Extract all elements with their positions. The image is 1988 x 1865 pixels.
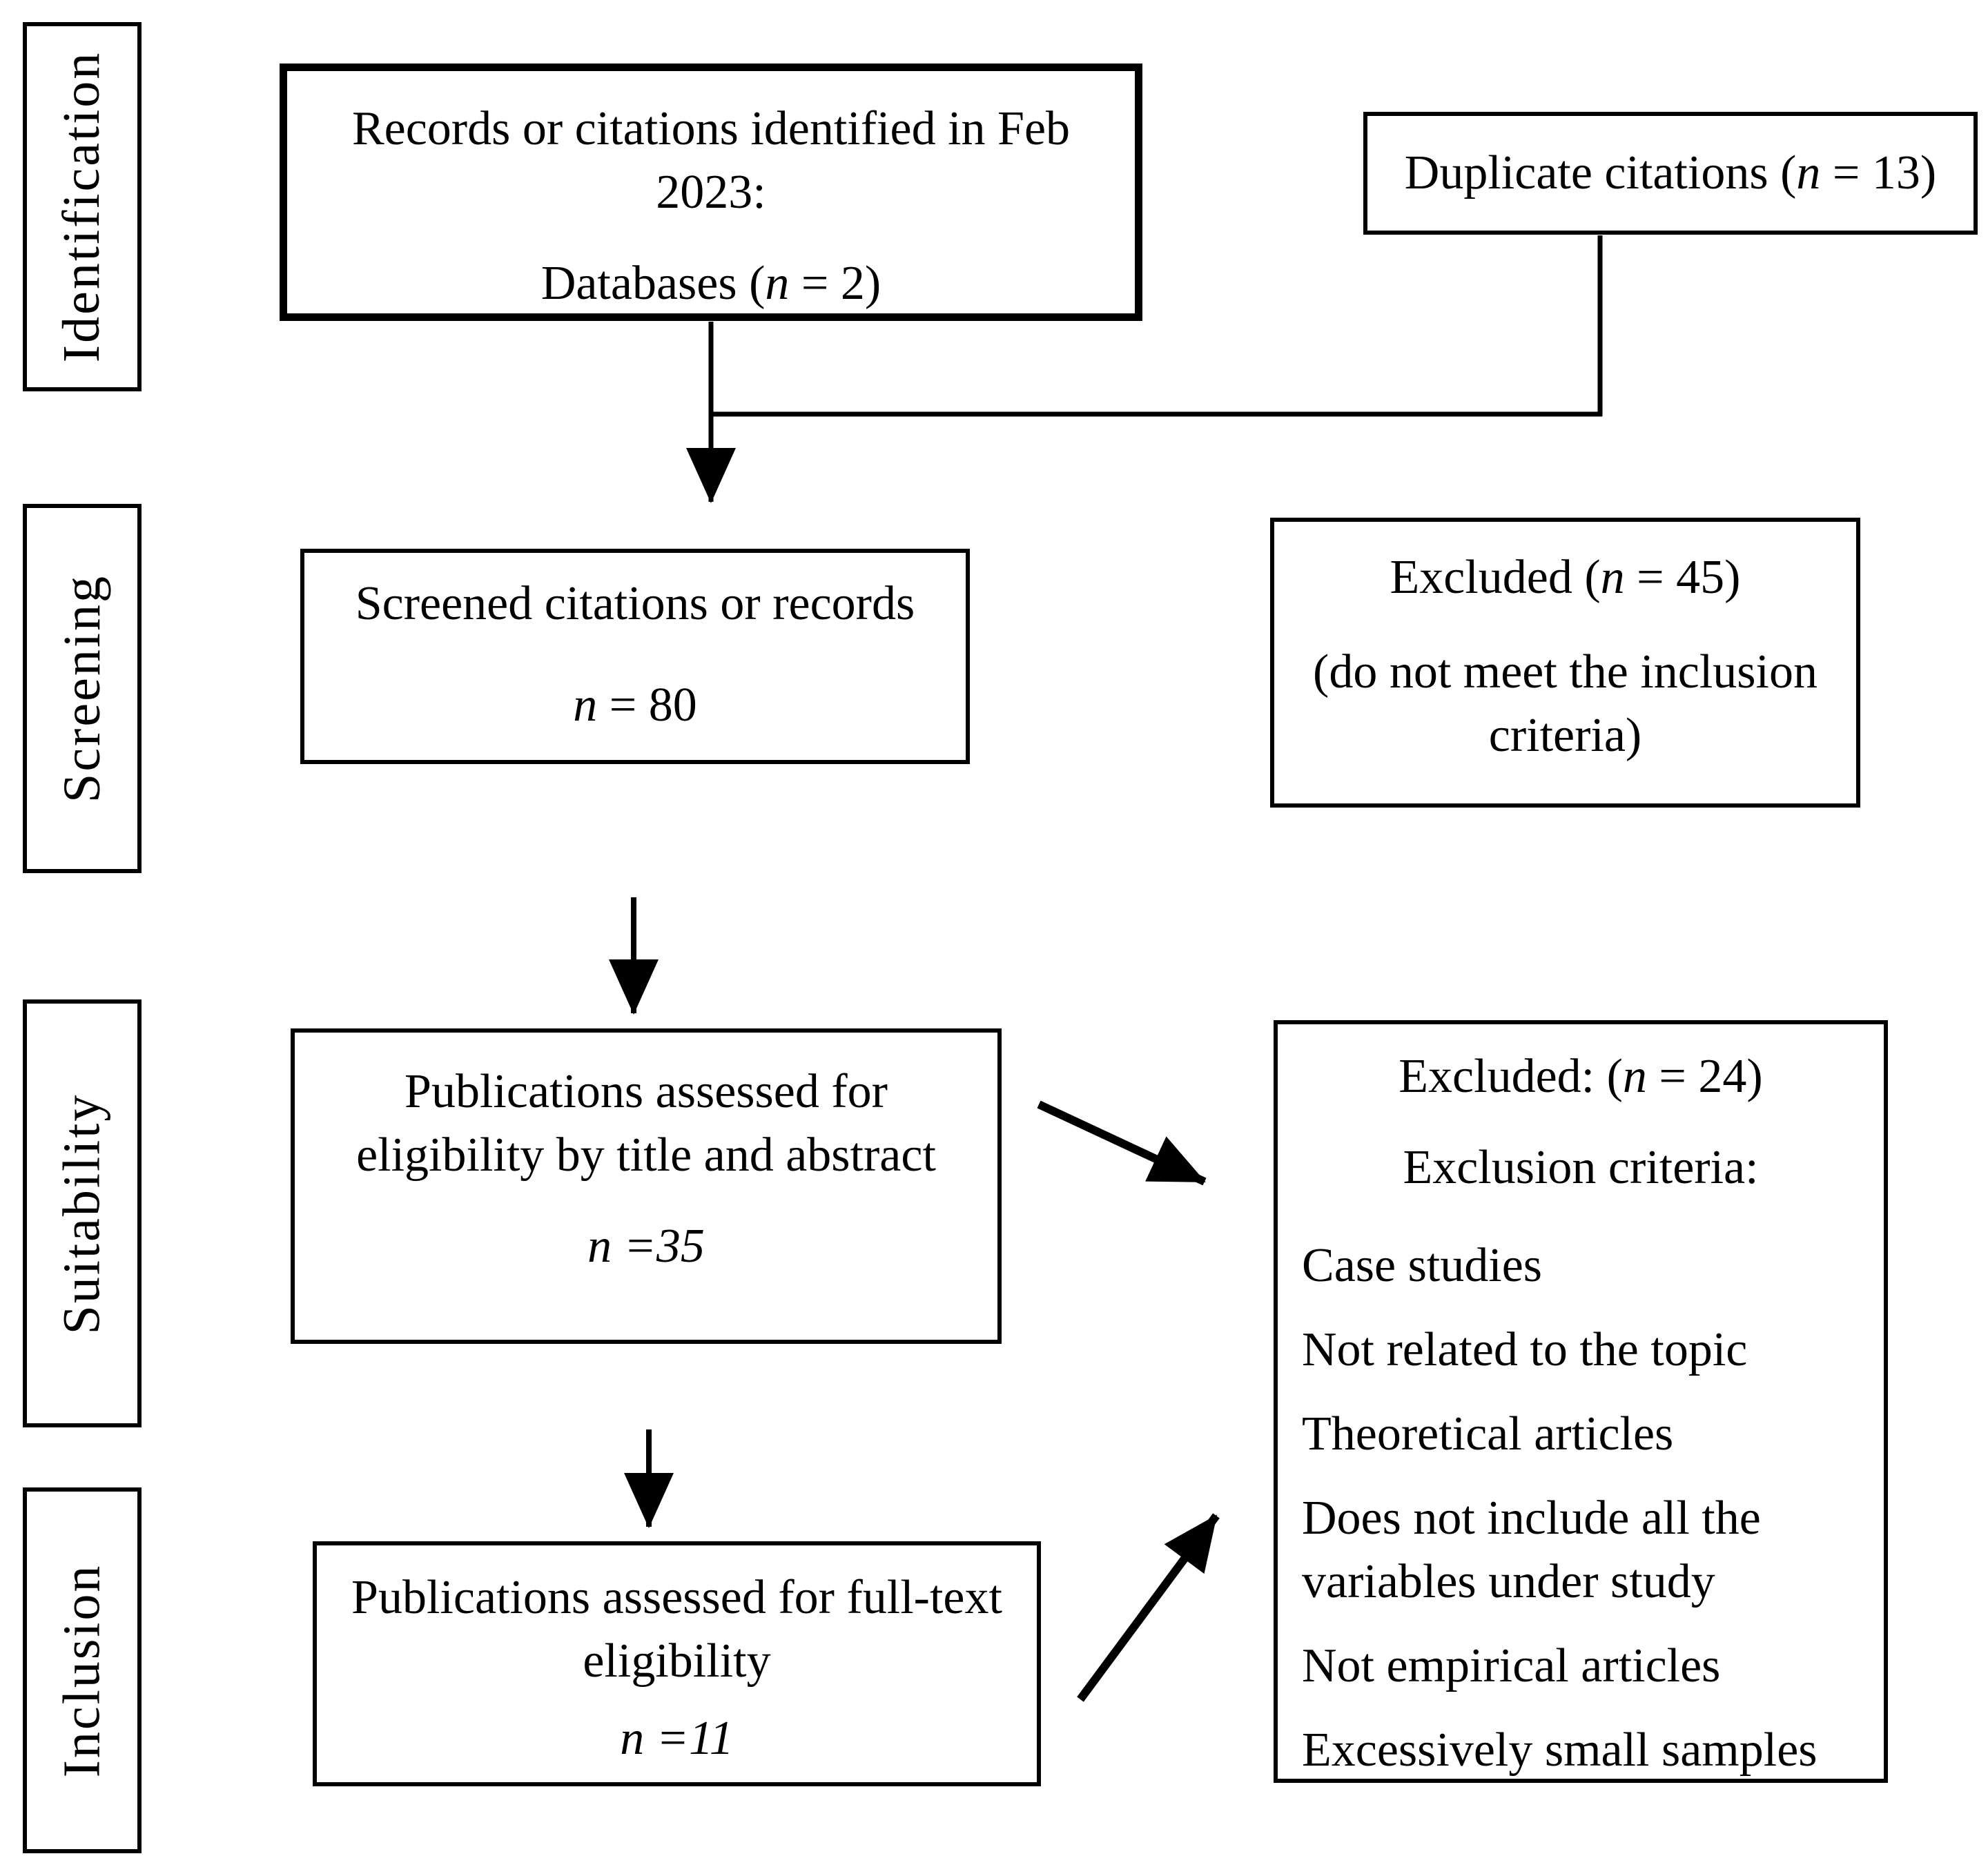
exclusion-criteria-item: Does not include all the variables under… <box>1302 1492 1761 1608</box>
box-text-line: 2023: <box>656 166 766 219</box>
stage-label-screening: Screening <box>23 504 142 873</box>
box-text-line: n =35 <box>587 1220 705 1273</box>
box-text-line: (do not meet the inclusion <box>1313 645 1818 699</box>
stage-label-text: Inclusion <box>52 1563 111 1777</box>
arrow-inclusion-to-excluded <box>1077 1513 1220 1702</box>
exclusion-criteria-item: Case studies <box>1302 1239 1543 1292</box>
paragraph-gap <box>1278 1109 1884 1136</box>
stage-label-text: Identification <box>52 50 111 363</box>
box-text-line: n = 80 <box>573 678 697 732</box>
stage-label-text: Screening <box>52 574 111 803</box>
exclusion-criteria-item: Theoretical articles <box>1302 1407 1674 1461</box>
box-text-line: n =11 <box>620 1712 734 1765</box>
paragraph-gap <box>304 636 966 674</box>
exclusion-criteria-item: Excessively small samples <box>1302 1724 1818 1777</box>
assessed-title-abstract-box: Publications assessed for eligibility by… <box>291 1028 1002 1344</box>
paragraph-gap <box>295 1187 997 1215</box>
box-text-line: Excluded (n = 45) <box>1390 551 1741 604</box>
stage-label-identification: Identification <box>23 22 142 391</box>
box-text-line: Exclusion criteria: <box>1403 1141 1759 1194</box>
box-text-line: Records or citations identified in Feb <box>351 102 1071 155</box>
box-text-line: eligibility by title and abstract <box>356 1129 936 1182</box>
box-text-line: Screened citations or records <box>355 577 915 630</box>
paragraph-gap <box>1274 609 1856 641</box>
screened-citations-box: Screened citations or records n = 80 <box>300 549 970 764</box>
box-text-line: Publications assessed for full-text <box>351 1571 1002 1624</box>
records-identified-box: Records or citations identified in Feb 2… <box>280 64 1142 321</box>
box-text-line: Databases (n = 2) <box>540 257 881 310</box>
paragraph-gap <box>1278 1200 1884 1213</box>
stage-label-inclusion: Inclusion <box>23 1487 142 1853</box>
box-text-line: criteria) <box>1488 709 1642 762</box>
box-text-line: Publications assessed for <box>405 1065 888 1118</box>
exclusion-criteria-item: Not empirical articles <box>1302 1639 1721 1692</box>
stage-label-text: Suitability <box>52 1093 111 1334</box>
arrow-suitability-to-excluded <box>1037 1100 1207 1186</box>
assessed-full-text-box: Publications assessed for full-text elig… <box>313 1541 1041 1786</box>
box-text-line: Duplicate citations (n = 13) <box>1404 146 1937 199</box>
exclusion-criteria-item: Not related to the topic <box>1302 1323 1748 1376</box>
duplicate-citations-box: Duplicate citations (n = 13) <box>1363 112 1978 235</box>
box-text-line: eligibility <box>583 1634 771 1688</box>
paragraph-gap <box>287 224 1135 252</box>
box-text-line: Excluded: (n = 24) <box>1399 1050 1763 1103</box>
stage-label-suitability: Suitability <box>23 999 142 1427</box>
excluded-screening-box: Excluded (n = 45) (do not meet the inclu… <box>1270 518 1860 808</box>
paragraph-gap <box>317 1693 1037 1707</box>
excluded-suitability-box: Excluded: (n = 24) Exclusion criteria: C… <box>1274 1020 1888 1783</box>
